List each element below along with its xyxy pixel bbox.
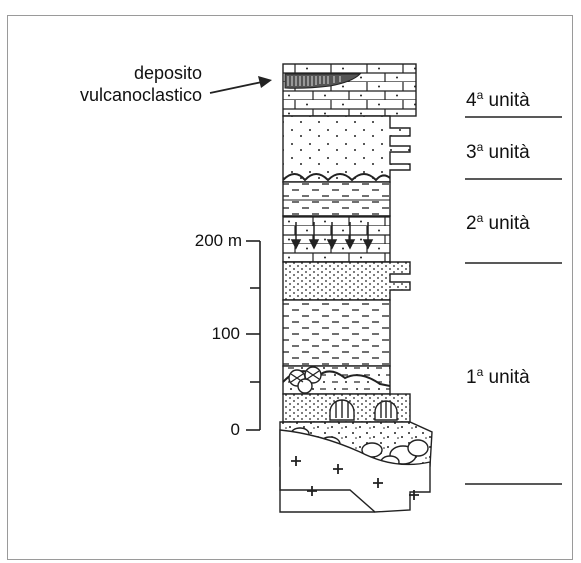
figure-border: [7, 15, 573, 560]
unit-number: 1: [466, 367, 477, 388]
scale-label-100: 100: [211, 324, 240, 343]
mudstone-layer: [282, 299, 391, 367]
unit-superscript: a: [476, 88, 484, 102]
sandstone-layer: [282, 115, 411, 183]
vertical-scale: [246, 240, 261, 431]
fossil-symbols: [290, 222, 374, 250]
unit-boundaries: [465, 116, 562, 485]
coral-symbols: [329, 399, 398, 421]
unit-word: unità: [488, 90, 530, 111]
callout-arrow: [209, 76, 272, 94]
unit-word: unità: [488, 142, 530, 163]
unit-number: 3: [466, 142, 477, 163]
shale-layer: [282, 181, 391, 217]
unit-superscript: a: [476, 211, 484, 225]
crystalline-basement: [279, 429, 431, 513]
unit-1-label: 1a unità: [466, 365, 530, 389]
erosional-surface: [282, 173, 391, 182]
scale-label-200m: 200 m: [194, 231, 242, 250]
unit-4-label: 4a unità: [466, 88, 530, 112]
granite-cross-symbols: [291, 456, 419, 500]
siltstone-layer: [282, 261, 411, 301]
unit-number: 2: [466, 213, 477, 234]
unit-superscript: a: [476, 365, 484, 379]
scale-label-0: 0: [230, 420, 240, 439]
unit-word: unità: [488, 367, 530, 388]
unit-3-label: 3a unità: [466, 140, 530, 164]
volcaniclastic-label-line2: vulcanoclastico: [79, 85, 202, 105]
unit-number: 4: [466, 90, 477, 111]
unit-2-label: 2a unità: [466, 211, 530, 235]
unit-word: unità: [488, 213, 530, 234]
volcaniclastic-label: deposito vulcanoclastico: [78, 62, 202, 106]
limestone-layer: [282, 63, 417, 117]
bioclastic-limestone-layer: [282, 215, 391, 263]
volcaniclastic-label-line1: deposito: [133, 63, 202, 83]
pebble-cluster: [288, 366, 322, 394]
unit-superscript: a: [476, 140, 484, 154]
